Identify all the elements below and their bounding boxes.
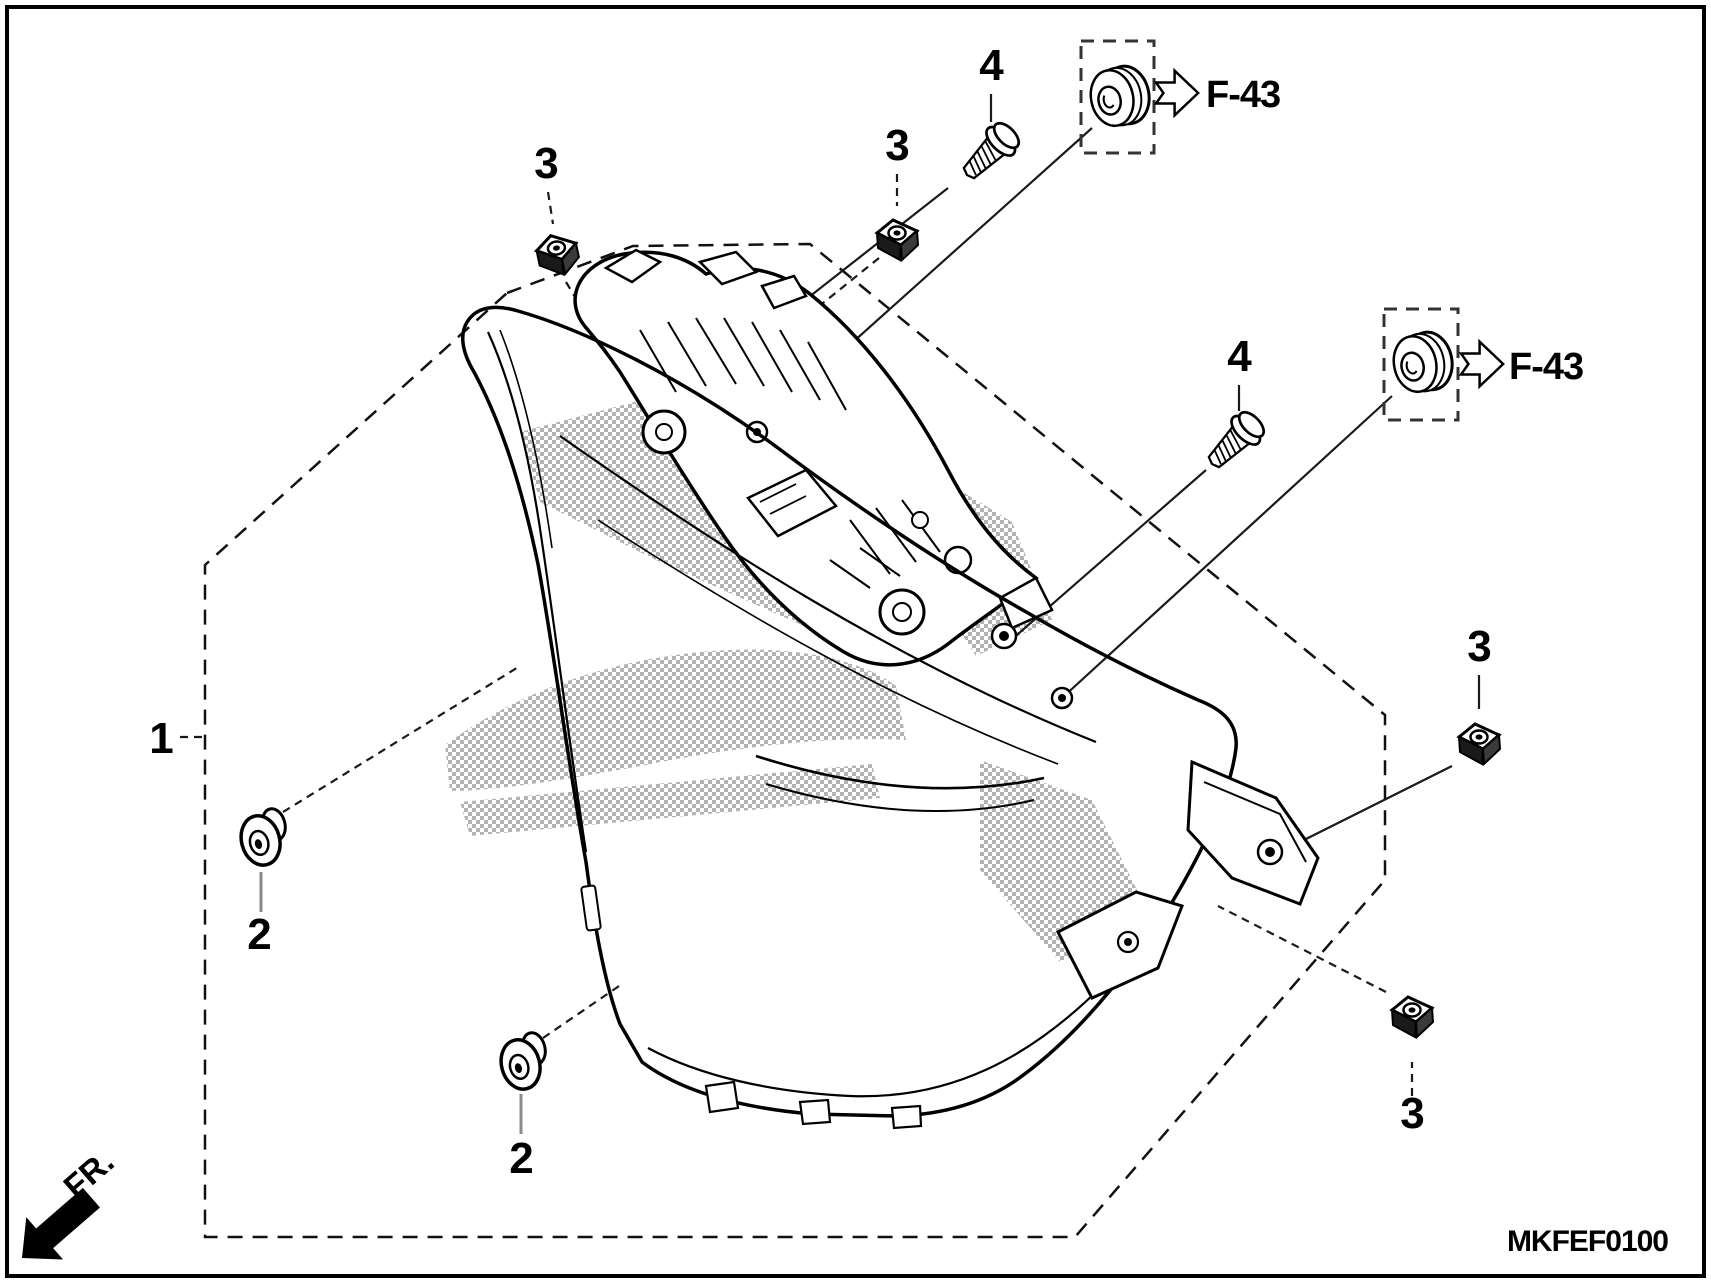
diagram-code: MKFEF0100 xyxy=(1507,1225,1668,1258)
screw-4a xyxy=(952,115,1027,190)
headlight-lens xyxy=(461,305,1320,1130)
fr-label: FR. xyxy=(56,1142,120,1205)
phantom-outline xyxy=(203,242,1387,1239)
headlight-housing xyxy=(573,248,1054,667)
fr-arrow-icon xyxy=(22,1187,100,1260)
callout-2b: 2 xyxy=(509,1134,532,1183)
f43-arrow-icon xyxy=(1459,340,1505,388)
f43-reference-label: F-43 xyxy=(1509,346,1583,388)
callout-1: 1 xyxy=(149,714,173,763)
clip-nut-3c xyxy=(1457,722,1502,766)
grommet-ref-top: F-43 xyxy=(1079,39,1281,155)
callout-3a: 3 xyxy=(534,139,557,188)
callout-3d: 3 xyxy=(1400,1089,1423,1138)
front-direction-indicator: FR. xyxy=(22,1142,121,1260)
grommet-ref-mid: F-43 xyxy=(1382,307,1584,422)
callout-2a: 2 xyxy=(247,910,270,959)
callout-4a: 4 xyxy=(979,41,1004,90)
callout-3c: 3 xyxy=(1467,622,1490,671)
grommet-icon xyxy=(1387,326,1459,399)
callout-4b: 4 xyxy=(1227,332,1252,381)
push-fastener-2a xyxy=(233,804,296,872)
page-border xyxy=(5,5,1706,1278)
clip-nut-3b xyxy=(875,218,920,262)
grommet-dashed-box xyxy=(1079,39,1156,155)
callout-3b: 3 xyxy=(885,121,908,170)
push-fastener-2b xyxy=(493,1028,556,1096)
clip-nut-3a xyxy=(533,230,583,280)
screw-4b xyxy=(1197,404,1272,479)
grommet-dashed-box xyxy=(1382,307,1460,422)
f43-reference-label: F-43 xyxy=(1206,74,1280,116)
f43-arrow-icon xyxy=(1154,69,1200,117)
clip-nut-3d xyxy=(1390,995,1435,1039)
grommet-icon xyxy=(1084,60,1156,133)
